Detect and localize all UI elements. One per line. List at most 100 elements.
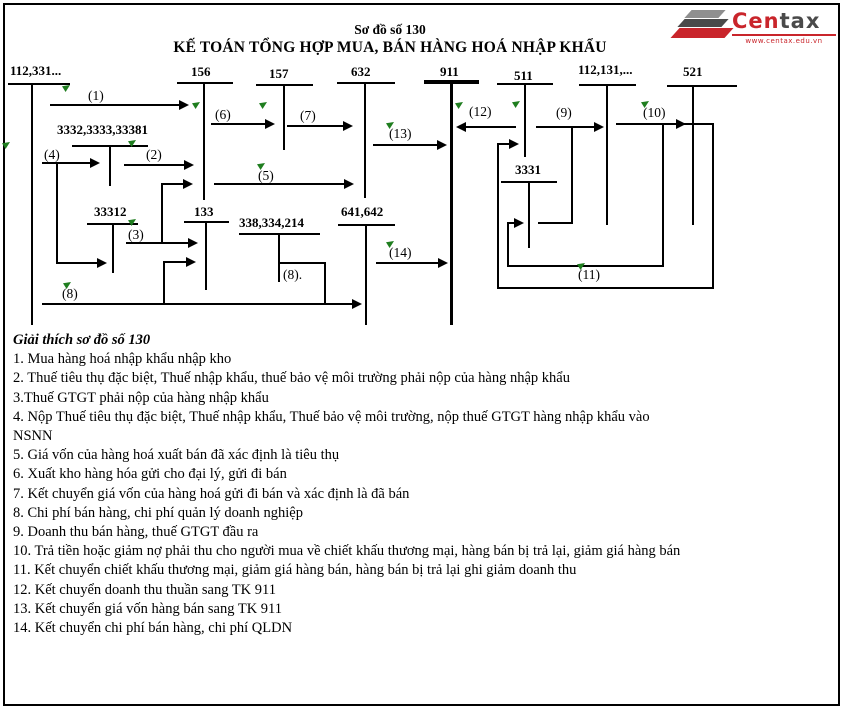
- flag-icon: [455, 102, 463, 109]
- flag-icon: [63, 282, 71, 289]
- note-line: 13. Kết chuyển giá vốn hàng bán sang TK …: [13, 600, 283, 617]
- flag-icon: [641, 101, 649, 108]
- account-632-label: 632: [351, 64, 371, 79]
- flow-13-arrowhead-icon: [437, 140, 447, 150]
- flag-icon: [386, 122, 394, 129]
- flow-9-line: [538, 222, 573, 224]
- flow-11-line: [497, 143, 499, 289]
- account-3331-label: 3331: [515, 162, 541, 177]
- flow-4-arrowhead-icon: [90, 158, 100, 168]
- flow-8b-label: (8).: [283, 267, 303, 282]
- flow-6-line: [211, 123, 265, 125]
- flow-1-line: [50, 104, 180, 106]
- note-line: 1. Mua hàng hoá nhập khẩu nhập kho: [13, 351, 232, 368]
- centax-logo-text: Centax: [732, 10, 820, 32]
- flag-icon: [192, 102, 200, 109]
- account-112-131-label: 112,131,...: [578, 62, 633, 77]
- flow-4-arrowhead-icon: [97, 258, 107, 268]
- flow-10-line: [507, 222, 516, 224]
- flag-icon: [128, 219, 136, 226]
- centax-logo-url: www.centax.edu.vn: [732, 34, 836, 45]
- flow-14-label: (14): [389, 245, 412, 260]
- account-521-stem: [692, 86, 694, 225]
- flow-4-line: [56, 262, 97, 264]
- flow-3-label: (3): [128, 227, 144, 242]
- account-33312-label: 33312: [94, 204, 127, 219]
- legend-items: 1. Mua hàng hoá nhập khẩu nhập kho 2. Thu…: [13, 350, 828, 638]
- flow-8-arrowhead-icon: [186, 257, 196, 267]
- flow-8-arrowhead-icon: [352, 299, 362, 309]
- logo-text-dark: tax: [779, 9, 821, 33]
- account-3332-3333-33381-label: 3332,3333,33381: [57, 122, 148, 137]
- flow-9-line: [536, 126, 594, 128]
- note-line: 3.Thuế GTGT phải nộp của hàng nhập khẩu: [13, 389, 269, 406]
- flag-icon: [62, 85, 70, 92]
- flow-10-label: (10): [643, 105, 666, 120]
- flag-icon: [2, 142, 10, 149]
- flow-10-line: [507, 222, 509, 267]
- account-3331-stem: [528, 182, 530, 248]
- flow-10-arrowhead-icon: [514, 218, 524, 228]
- account-641-642-label: 641,642: [341, 204, 384, 219]
- flag-icon: [257, 163, 265, 170]
- account-911-stem: [450, 82, 453, 325]
- flow-4-line: [56, 162, 58, 264]
- flow-3-line: [126, 242, 188, 244]
- account-521-bar: [667, 85, 737, 87]
- note-line: 7. Kết chuyển giá vốn của hàng hoá gửi đ…: [13, 485, 410, 502]
- note-line: 10. Trả tiền hoặc giảm nợ phải thu cho n…: [13, 543, 681, 560]
- flow-4-line: [42, 162, 90, 164]
- scheme-number: Sơ đồ số 130: [354, 22, 426, 37]
- flow-11-line: [497, 143, 509, 145]
- flow-14-arrowhead-icon: [438, 258, 448, 268]
- flow-8-line: [279, 262, 326, 264]
- note-line: 2. Thuế tiêu thụ đặc biệt, Thuế nhập khẩ…: [13, 370, 570, 387]
- flow-10-arrowhead-icon: [676, 119, 686, 129]
- account-521-label: 521: [683, 64, 703, 79]
- flow-9-line: [571, 126, 573, 223]
- flow-8-line: [163, 262, 165, 305]
- flag-icon: [577, 263, 585, 270]
- page-border: [3, 3, 840, 706]
- note-line: NSNN: [13, 428, 53, 445]
- account-511-stem: [524, 84, 526, 157]
- flow-10-line: [507, 265, 664, 267]
- note-line: 8. Chi phí bán hàng, chi phí quản lý doa…: [13, 504, 303, 521]
- account-632-stem: [364, 83, 366, 198]
- note-line: 12. Kết chuyển doanh thu thuần sang TK 9…: [13, 581, 276, 598]
- flow-5-line: [214, 183, 344, 185]
- flow-14-line: [376, 262, 439, 264]
- account-112-331-stem: [31, 84, 33, 325]
- note-line: 5. Giá vốn của hàng hoá xuất bán đã xác …: [13, 447, 340, 464]
- flow-10-line: [616, 123, 676, 125]
- account-33312-stem: [112, 224, 114, 273]
- flow-2-line: [124, 164, 184, 166]
- note-line: 11. Kết chuyển chiết khấu thương mại, gi…: [13, 562, 577, 579]
- account-911-label: 911: [440, 64, 459, 79]
- flow-9-label: (9): [556, 105, 572, 120]
- account-133-label: 133: [194, 204, 214, 219]
- legend-heading: Giải thích sơ đồ số 130: [13, 332, 151, 348]
- flow-6-label: (6): [215, 107, 231, 122]
- flow-8-label: (8): [62, 286, 78, 301]
- account-338-334-214-label: 338,334,214: [239, 215, 304, 230]
- flow-8-line: [163, 261, 186, 263]
- flow-11-label: (11): [578, 267, 600, 282]
- flag-icon: [128, 140, 136, 147]
- note-line: 4. Nộp Thuế tiêu thụ đặc biệt, Thuế nhập…: [13, 408, 650, 425]
- flow-9-arrowhead-icon: [594, 122, 604, 132]
- flag-icon: [259, 102, 267, 109]
- flow-6-arrowhead-icon: [265, 119, 275, 129]
- flow-13-label: (13): [389, 126, 412, 141]
- account-156-bar: [177, 82, 233, 84]
- flow-3-arrowhead-icon: [188, 238, 198, 248]
- flow-8-line: [42, 303, 352, 305]
- flag-icon: [386, 241, 394, 248]
- centax-logo: Centax www.centax.edu.vn: [670, 6, 836, 52]
- flag-icon: [512, 101, 520, 108]
- flow-3-line: [161, 184, 163, 244]
- account-156-label: 156: [191, 64, 211, 79]
- flow-1-label: (1): [88, 88, 104, 103]
